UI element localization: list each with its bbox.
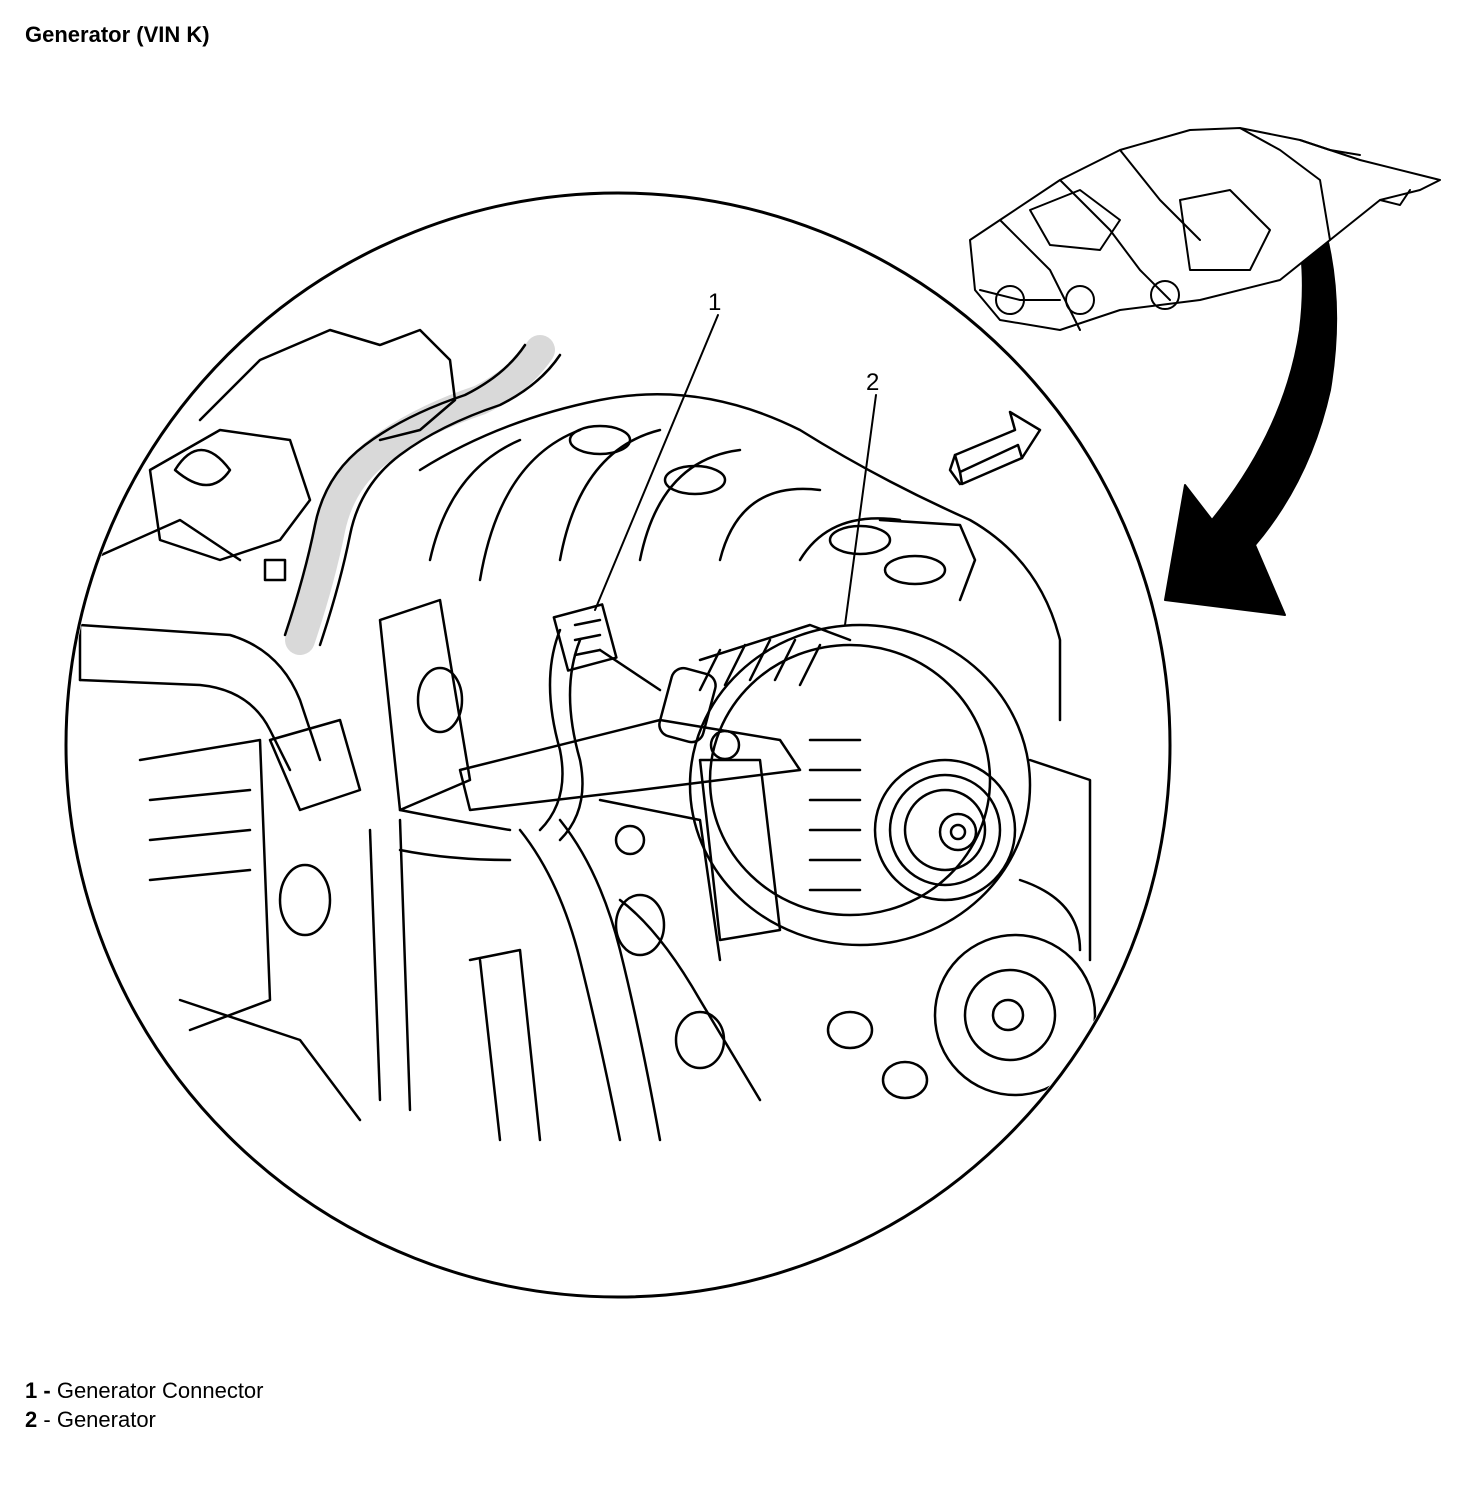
- legend-row-2: 2 - Generator: [25, 1405, 264, 1434]
- generator-pulley: [873, 758, 1017, 902]
- legend-label-1: Generator Connector: [56, 1378, 264, 1403]
- engine-illustration: [78, 328, 1097, 1142]
- legend-separator: -: [43, 1407, 51, 1432]
- diagram-title: Generator (VIN K): [25, 22, 210, 47]
- generator-connector: [552, 603, 618, 672]
- callout-2: 2: [866, 369, 879, 396]
- legend-separator: -: [43, 1378, 51, 1403]
- vehicle-body-icon: [969, 127, 1441, 331]
- callout-1: 1: [708, 289, 721, 316]
- legend-number-2: 2: [25, 1407, 38, 1432]
- legend-label-2: Generator: [56, 1407, 156, 1432]
- leader-line-1: [594, 314, 719, 611]
- legend: 1 - Generator Connector 2 - Generator: [25, 1376, 264, 1434]
- detail-circle: [64, 191, 1172, 1299]
- leader-line-2: [844, 394, 877, 626]
- generator-body: [688, 623, 1032, 947]
- legend-number-1: 1: [25, 1378, 38, 1403]
- legend-row-1: 1 - Generator Connector: [25, 1376, 264, 1405]
- view-direction-arrow-icon: [948, 410, 1042, 486]
